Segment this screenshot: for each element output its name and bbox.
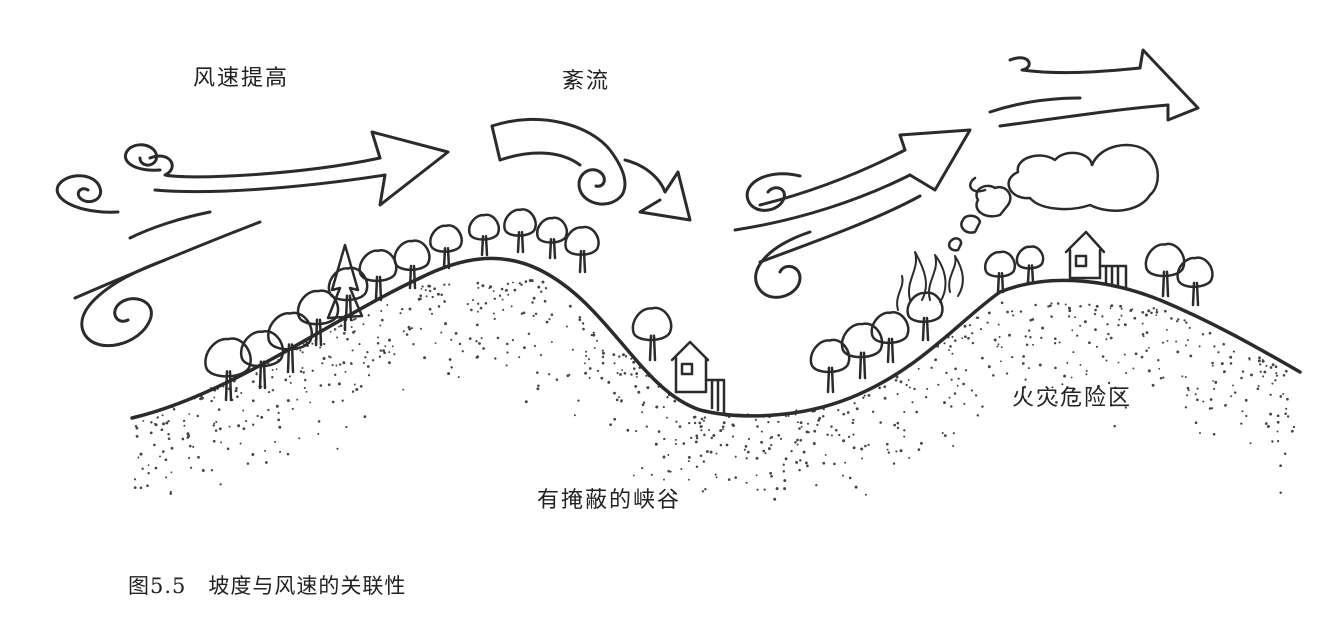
tree-icon	[204, 337, 252, 402]
tree-icon	[467, 213, 501, 257]
ground-stipple	[133, 279, 1296, 501]
tree-icon	[906, 291, 944, 342]
label-turbulence: 紊流	[562, 69, 611, 94]
wind-arrow-icon	[73, 130, 450, 300]
tree-icon	[239, 329, 285, 390]
tree-icon	[983, 250, 1017, 294]
tree-icon	[870, 311, 910, 364]
smoke-cloud-icon	[947, 143, 1159, 252]
tree-icon	[535, 216, 569, 260]
turbulence-arrow-icon	[490, 117, 692, 222]
tree-icon	[840, 322, 884, 380]
tree-icon	[1144, 242, 1186, 298]
conifer-tree-icon	[326, 243, 364, 332]
flame-icon	[896, 251, 964, 311]
tree-icon	[1176, 256, 1214, 307]
figure-caption: 图5.5 坡度与风速的关联性	[128, 574, 407, 598]
wind-arrow-icon	[733, 128, 972, 264]
house-icon	[1064, 230, 1128, 290]
tree-icon	[809, 338, 851, 394]
tree-icon	[393, 239, 431, 290]
tree-icon	[503, 208, 537, 254]
swirl-icon	[745, 172, 812, 299]
tree-icon	[358, 249, 398, 302]
label-wind-speed-up: 风速提高	[193, 66, 290, 91]
terrain-line	[130, 256, 1302, 420]
tree-icon	[564, 225, 600, 274]
tree-icon	[1015, 245, 1045, 284]
wind-arrow-icon	[988, 48, 1200, 128]
label-fire-danger-zone: 火灾危险区	[1012, 386, 1133, 411]
tree-icon	[267, 311, 314, 374]
house-icon	[670, 340, 726, 414]
label-sheltered-valley: 有掩蔽的峡谷	[537, 488, 682, 513]
tree-icon	[631, 306, 673, 362]
trees-group	[204, 208, 1214, 402]
tree-icon	[429, 224, 463, 270]
swirl-icon	[55, 143, 167, 348]
